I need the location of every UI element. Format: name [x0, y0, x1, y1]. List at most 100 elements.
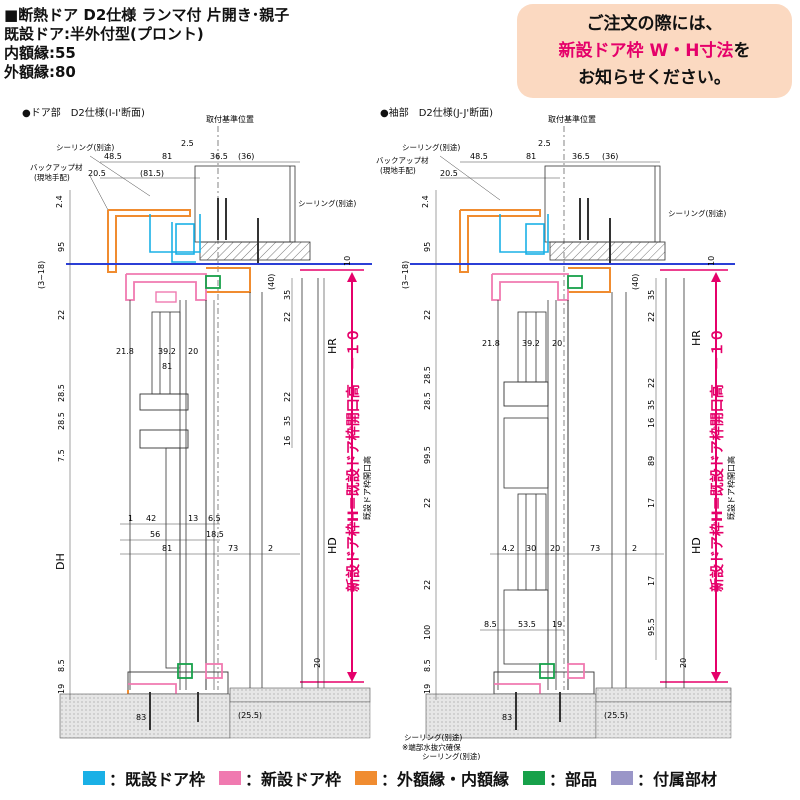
color-legend: ：既設ドア枠 ：新設ドア枠 ：外額縁・内額縁 ：部品 ：付属部材	[0, 760, 800, 796]
left-backup: バックアップ材	[30, 162, 83, 172]
right-dim-mid-9: 53.5	[518, 620, 536, 629]
right-dim-left-5: 28.5	[423, 392, 432, 410]
left-dim-right-1: (40)	[267, 274, 276, 290]
section-drawings: 取付基準位置 2.5 48.5 81 36.5 (36) 20.5 (81.5)…	[30, 114, 736, 760]
right-dim-mid-7: 2	[632, 544, 637, 553]
right-dim-left-7: 22	[423, 498, 432, 508]
spec-outer-casing: 外額縁:80	[4, 63, 76, 81]
right-small-label: 既設ドア枠開口高	[726, 456, 736, 520]
left-backup-2: (現地手配)	[34, 172, 70, 182]
legend-item-accessories: ：付属部材	[611, 766, 717, 790]
legend-swatch	[523, 771, 545, 785]
notice-emphasis: 新設ドア枠 W・H寸法	[558, 40, 734, 61]
right-bottom-note-1: ※端部水抜穴確保	[402, 742, 461, 752]
left-dim-right-7: 16	[283, 436, 292, 446]
right-dim-mid-8: 8.5	[484, 620, 497, 629]
left-small-label: 既設ドア枠開口高	[362, 456, 372, 520]
legend-label: ：付属部材	[637, 770, 718, 789]
left-dim-left-1: 95	[57, 242, 66, 252]
right-dim-right-7: 16	[647, 418, 656, 428]
right-dim-right-13: 20	[679, 658, 688, 668]
left-vertical-formula: 新設ドア枠H＝既設ドア枠開口高 －１０	[345, 328, 362, 592]
legend-item-new-frame: ：新設ドア枠	[218, 766, 341, 790]
right-dim-hr: HR	[690, 330, 703, 346]
left-dim-left-2: (3~18)	[37, 261, 46, 289]
left-dim-mid-1: 39.2	[158, 347, 176, 356]
right-dim-mid-2: 20	[552, 339, 562, 348]
right-bottom-note-2: シーリング(別途)	[422, 751, 480, 760]
right-dim-right-6: 35	[647, 400, 656, 410]
left-dim-top-1: 48.5	[104, 152, 122, 161]
right-dim-top-5: 20.5	[440, 169, 458, 178]
left-dim-left-8: 8.5	[57, 659, 66, 672]
left-dim-mid-0: 21.8	[116, 347, 134, 356]
left-dim-right-6: 35	[283, 416, 292, 426]
legend-label: ：新設ドア枠	[244, 770, 341, 789]
left-dim-left-6: 7.5	[57, 449, 66, 462]
left-dim-mid-8: 56	[150, 530, 160, 539]
right-dim-mid-3: 4.2	[502, 544, 515, 553]
right-dim-hd: HD	[690, 537, 703, 554]
spec-header: ■断熱ドア D2仕様 ランマ付 片開き･親子 既設ドア:半外付型(プロント) 内…	[4, 6, 384, 82]
left-top-label: 取付基準位置	[206, 114, 254, 124]
right-dim-top-1: 48.5	[470, 152, 488, 161]
right-backup-2: (現地手配)	[380, 165, 416, 175]
right-dim-top-2: 81	[526, 152, 536, 161]
left-dim-top-2: 81	[162, 152, 172, 161]
legend-item-parts: ：部品	[523, 766, 597, 790]
right-dim-left-0: 2.4	[421, 195, 430, 208]
right-dim-mid-10: 19	[552, 620, 562, 629]
left-dim-left-3: 22	[57, 310, 66, 320]
left-dim-mid-3: 81	[162, 362, 172, 371]
spec-existing-door: 既設ドア:半外付型(プロント)	[4, 25, 204, 43]
right-dim-right-9: 17	[647, 498, 656, 508]
right-sealing-right: シーリング(別途)	[668, 208, 726, 218]
left-dim-top-6: (81.5)	[140, 169, 164, 178]
right-section-title: ●袖部 D2仕様(J-J'断面)	[380, 108, 494, 119]
left-dim-left-0: 2.4	[55, 195, 64, 208]
right-dim-left-11: 19	[423, 684, 432, 694]
right-dim-left-10: 8.5	[423, 659, 432, 672]
left-sealing-top: シーリング(別途)	[56, 142, 114, 152]
left-dim-top-3: 36.5	[210, 152, 228, 161]
left-dim-right-5: 22	[283, 392, 292, 402]
left-section-drawing: 取付基準位置 2.5 48.5 81 36.5 (36) 20.5 (81.5)…	[30, 114, 372, 739]
notice-line-2: 新設ドア枠 W・H寸法を	[559, 38, 751, 65]
right-dim-right-0: 10	[707, 256, 716, 266]
left-dim-hr: HR	[326, 338, 339, 354]
right-dim-top-4: (36)	[602, 152, 618, 161]
right-dim-right-2: 35	[647, 290, 656, 300]
left-dim-top-4: (36)	[238, 152, 254, 161]
left-dim-dh: DH	[54, 553, 67, 570]
right-dim-left-2: (3~18)	[401, 261, 410, 289]
left-dim-mid-10: 81	[162, 544, 172, 553]
right-dim-bottom-1: (25.5)	[604, 711, 628, 720]
left-dim-right-0: 10	[343, 256, 352, 266]
left-sealing-right: シーリング(別途)	[298, 198, 356, 208]
legend-label: ：外額縁・内額縁	[380, 770, 509, 789]
legend-label: ：既設ドア枠	[108, 770, 205, 789]
right-dim-mid-0: 21.8	[482, 339, 500, 348]
legend-item-existing-frame: ：既設ドア枠	[82, 766, 205, 790]
left-dim-mid-2: 20	[188, 347, 198, 356]
right-dim-left-3: 22	[423, 310, 432, 320]
left-dim-mid-6: 13	[188, 514, 198, 523]
right-dim-top-3: 36.5	[572, 152, 590, 161]
right-section-drawing: 取付基準位置 2.5 48.5 81 36.5 (36) 20.5 シーリング(…	[376, 114, 736, 760]
right-dim-left-4: 28.5	[423, 366, 432, 384]
right-dim-mid-4: 30	[526, 544, 536, 553]
right-dim-bottom-0: 83	[502, 713, 512, 722]
legend-item-casing: ：外額縁・内額縁	[354, 766, 509, 790]
notice-line-1: ご注文の際には、	[586, 13, 723, 34]
left-dim-mid-7: 6.5	[208, 514, 221, 523]
left-dim-mid-12: 2	[268, 544, 273, 553]
right-dim-right-5: 22	[647, 378, 656, 388]
right-dim-left-1: 95	[423, 242, 432, 252]
right-dim-right-12: 95.5	[647, 618, 656, 636]
legend-label: ：部品	[549, 770, 598, 789]
right-sealing-top: シーリング(別途)	[402, 142, 460, 152]
notice-line-3: お知らせください。	[578, 67, 731, 88]
right-vertical-formula: 新設ドア枠H＝既設ドア枠開口高 －１０	[709, 328, 726, 592]
left-dim-mid-9: 18.5	[206, 530, 224, 539]
right-dim-right-1: (40)	[631, 274, 640, 290]
